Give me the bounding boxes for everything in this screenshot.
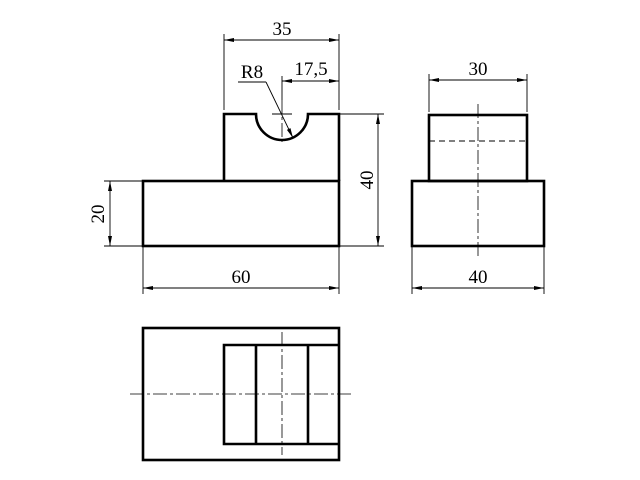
- top-inner-outline: [222, 343, 339, 446]
- dim-label-40: 40: [357, 171, 378, 190]
- dim-label-radius: R8: [241, 62, 263, 83]
- side-view: 30 40: [410, 59, 546, 294]
- dim-label-17-5: 17,5: [294, 59, 327, 80]
- top-view: [130, 326, 352, 462]
- front-base-outline: [141, 179, 341, 248]
- dim-label-60: 60: [232, 267, 251, 288]
- radius-leader-arrow: [265, 81, 294, 139]
- dim-label-30: 30: [469, 59, 488, 80]
- dim-label-20: 20: [88, 205, 109, 224]
- front-view: 35 17,5 R8 40 20 60: [88, 19, 384, 294]
- dim-label-40-side: 40: [469, 267, 488, 288]
- dim-label-35: 35: [273, 19, 292, 40]
- side-upper-outline: [427, 113, 529, 183]
- front-upper-block-outline: [222, 112, 341, 181]
